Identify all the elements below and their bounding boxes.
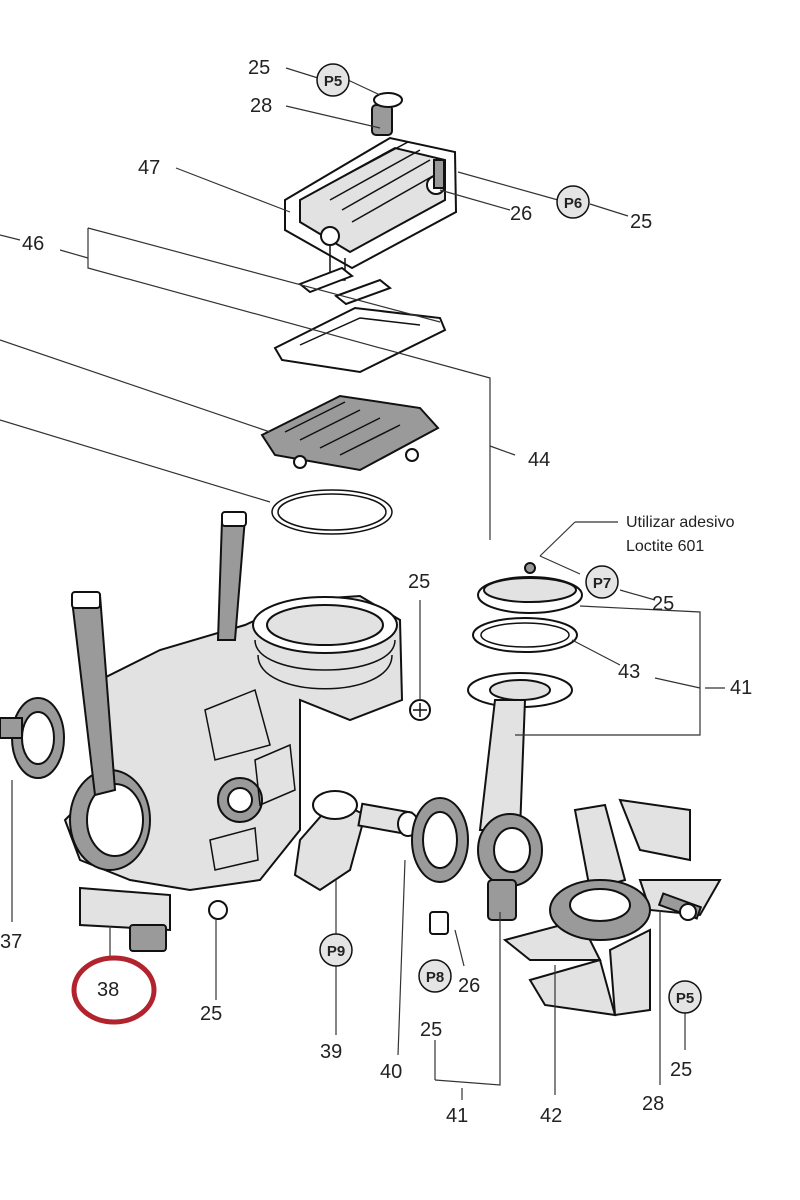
label-28: 28 [250, 95, 272, 117]
label-25: 25 [248, 57, 270, 79]
badge-p9-text: P9 [327, 943, 345, 960]
part-piston-top [477, 562, 583, 614]
part-connecting-rod [429, 672, 573, 935]
label-25: 25 [408, 571, 430, 593]
part-crankcase [63, 594, 404, 892]
label-39: 39 [320, 1041, 342, 1063]
badge-p6: P6 [556, 185, 590, 219]
label-25: 25 [200, 1003, 222, 1025]
part-labels: 25 28 47 26 25 46 44 Utilizar adesivo Lo… [0, 57, 752, 1127]
part-25-screw [208, 699, 431, 920]
label-41: 41 [446, 1105, 468, 1127]
label-46: 46 [22, 233, 44, 255]
label-26: 26 [458, 975, 480, 997]
badge-p8-text: P8 [426, 969, 444, 986]
highlight-circle-38 [71, 955, 157, 1025]
part-valve-assembly [260, 394, 440, 472]
part-42-fan [502, 798, 722, 1017]
bracket-44 [87, 227, 491, 540]
part-37-bearing [0, 697, 65, 779]
badge-p7-text: P7 [593, 575, 611, 592]
part-43-ring [472, 617, 578, 653]
part-38-base [79, 886, 171, 952]
label-37: 37 [0, 931, 22, 953]
label-25: 25 [420, 1019, 442, 1041]
badge-p5-top: P5 [316, 63, 350, 97]
badge-p8: P8 [418, 959, 452, 993]
part-valve-plate [273, 306, 447, 374]
label-25: 25 [652, 593, 674, 615]
part-40-bearing [411, 797, 469, 883]
part-39-crankshaft [293, 790, 419, 892]
badge-p6-text: P6 [564, 195, 582, 212]
label-44: 44 [528, 449, 550, 471]
part-47-cylinder-head [284, 92, 458, 281]
label-47: 47 [138, 157, 160, 179]
label-42: 42 [540, 1105, 562, 1127]
label-26: 26 [510, 203, 532, 225]
badge-p9: P9 [319, 933, 353, 967]
badge-p5-top-text: P5 [324, 73, 342, 90]
label-41: 41 [730, 677, 752, 699]
part-reed-valves [298, 266, 393, 306]
part-legs [70, 511, 247, 797]
label-38: 38 [97, 979, 119, 1001]
label-43: 43 [618, 661, 640, 683]
label-25: 25 [630, 211, 652, 233]
label-40: 40 [380, 1061, 402, 1083]
note-line-1: Utilizar adesivo [626, 514, 735, 531]
badge-p5-bottom: P5 [668, 980, 702, 1014]
leader-lines [0, 67, 725, 1100]
label-25: 25 [670, 1059, 692, 1081]
badge-p7: P7 [585, 565, 619, 599]
badge-p5-bottom-text: P5 [676, 990, 694, 1007]
note-line-2: Loctite 601 [626, 538, 704, 555]
part-o-ring [271, 489, 393, 535]
label-28: 28 [642, 1093, 664, 1115]
